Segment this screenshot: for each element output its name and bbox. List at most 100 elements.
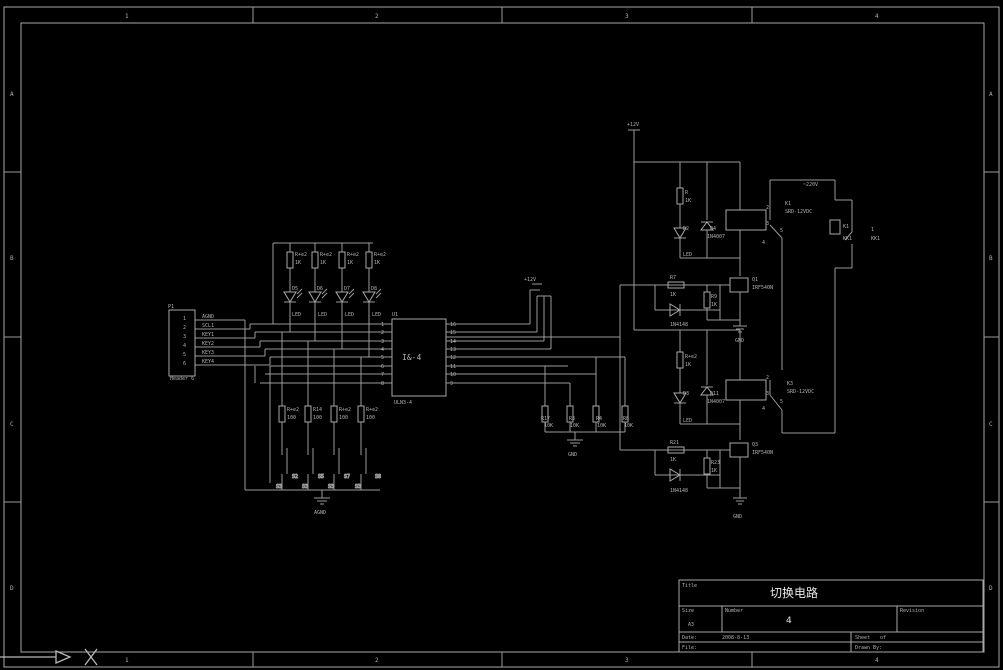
svg-text:K1: K1	[785, 201, 791, 207]
svg-text:4: 4	[762, 406, 765, 412]
title-block	[678, 579, 984, 653]
svg-text:5: 5	[780, 228, 783, 234]
svg-text:10K: 10K	[544, 423, 553, 429]
svg-text:IRF540N: IRF540N	[752, 285, 773, 291]
file-label: File:	[682, 645, 697, 651]
svg-text:1N4148: 1N4148	[670, 488, 688, 494]
bottom-resistor-2: R14 100	[304, 405, 322, 423]
svg-text:S2: S2	[292, 474, 298, 480]
svg-text:2: 2	[381, 330, 384, 336]
svg-text:1N4007: 1N4007	[707, 399, 725, 405]
svg-text:D8: D8	[371, 286, 377, 292]
svg-text:S3: S3	[302, 484, 308, 490]
number-value: 4	[786, 616, 792, 626]
svg-text:13: 13	[450, 347, 456, 353]
frame-ticks	[4, 7, 999, 667]
frame-row-labels-right: A B C D	[989, 91, 993, 592]
svg-text:R+e2: R+e2	[347, 252, 359, 258]
svg-text:B: B	[989, 255, 993, 262]
svg-text:4: 4	[381, 347, 384, 353]
revision-label: Revision	[900, 608, 924, 614]
svg-text:R9: R9	[711, 294, 717, 300]
svg-text:3: 3	[625, 13, 629, 20]
switch-s8: S8 S3	[355, 440, 382, 491]
svg-text:D7: D7	[344, 286, 350, 292]
svg-text:1K: 1K	[711, 468, 717, 474]
svg-text:8: 8	[381, 381, 384, 387]
top-led-1: D5 LED	[283, 286, 303, 318]
title-label: Title	[682, 583, 697, 589]
svg-text:1K: 1K	[670, 292, 676, 298]
svg-text:R8: R8	[623, 416, 629, 422]
bottom-resistor-4: R+e2 100	[357, 405, 378, 423]
agnd-label: AGND	[314, 510, 326, 516]
svg-text:AGND: AGND	[202, 314, 214, 320]
svg-text:IRF540N: IRF540N	[752, 450, 773, 456]
svg-text:K1: K1	[843, 224, 849, 230]
svg-text:K3: K3	[787, 381, 793, 387]
svg-text:GND: GND	[735, 338, 744, 344]
svg-text:1K: 1K	[320, 260, 326, 266]
relay-contacts	[769, 179, 853, 434]
svg-text:KEY1: KEY1	[202, 332, 214, 338]
svg-text:3: 3	[381, 339, 384, 345]
svg-text:1K: 1K	[685, 198, 691, 204]
svg-text:S8: S8	[375, 474, 381, 480]
svg-text:2: 2	[766, 375, 769, 381]
svg-text:D: D	[10, 585, 14, 592]
svg-text:SCL1: SCL1	[202, 323, 214, 329]
svg-text:15: 15	[450, 330, 456, 336]
svg-text:P1: P1	[168, 304, 174, 310]
relay-lower-block: R+e2 1K D3 LED D11 1N4007 K3 SRD-12VDC 2…	[654, 351, 814, 520]
svg-text:R+e2: R+e2	[339, 407, 351, 413]
connector-wires	[195, 319, 392, 490]
v12-top-label: +12V	[627, 122, 640, 131]
relay-upper-block: R 1K D2 LED D4 1N4007 K1 SRD-12VDC 2 3 4…	[654, 187, 812, 344]
bottom-resistor-3: R+e2 100	[330, 405, 351, 423]
svg-text:1K: 1K	[711, 302, 717, 308]
svg-text:KK1: KK1	[843, 236, 852, 242]
svg-text:10K: 10K	[570, 423, 579, 429]
svg-text:1: 1	[381, 322, 384, 328]
svg-text:S3: S3	[276, 484, 282, 490]
pulldown-r4: R4 10K	[592, 405, 606, 429]
svg-text:2: 2	[766, 205, 769, 211]
svg-text:100: 100	[339, 415, 348, 421]
connector-p1: P1 Header 6 1 2 3 4 5 6 AGND SCL1 KEY1 K…	[168, 304, 214, 382]
svg-text:1: 1	[125, 657, 129, 664]
svg-text:R+e2: R+e2	[685, 354, 697, 360]
svg-text:100: 100	[366, 415, 375, 421]
frame-row-labels-left: A B C D	[10, 91, 14, 592]
svg-text:S7: S7	[344, 474, 350, 480]
svg-text:16: 16	[450, 322, 456, 328]
ic-u1: U1 I&-4 ULN3-4 1 2 3 4 5 6 7 8 16 15 14 …	[381, 312, 456, 406]
svg-text:R: R	[685, 190, 689, 196]
svg-text:1N4148: 1N4148	[670, 322, 688, 328]
svg-text:C: C	[10, 421, 14, 428]
bottom-resistor-1: R+e2 100	[278, 405, 299, 423]
drawn-by-label: Drawn By:	[855, 645, 882, 651]
number-label: Number	[725, 608, 743, 614]
top-led-2: D6 LED	[308, 286, 328, 318]
svg-text:10K: 10K	[597, 423, 606, 429]
svg-text:R+e2: R+e2	[295, 252, 307, 258]
svg-text:5: 5	[381, 355, 384, 361]
svg-text:A: A	[10, 91, 14, 98]
svg-text:KK1: KK1	[871, 236, 880, 242]
svg-text:1K: 1K	[374, 260, 380, 266]
origin-arrow-icon	[0, 650, 72, 664]
svg-text:100: 100	[287, 415, 296, 421]
svg-text:2: 2	[375, 657, 379, 664]
svg-text:LED: LED	[292, 312, 301, 318]
svg-text:2: 2	[375, 13, 379, 20]
v12-mid-label: +12V	[524, 277, 542, 285]
svg-text:I&-4: I&-4	[402, 353, 421, 362]
top-resistor-2: R+e2 1K	[311, 251, 332, 269]
schematic-title: 切换电路	[770, 585, 818, 600]
svg-text:100: 100	[313, 415, 322, 421]
svg-text:4: 4	[183, 343, 186, 349]
of-label: of	[880, 635, 886, 641]
svg-text:3: 3	[766, 391, 769, 397]
svg-text:R+e2: R+e2	[287, 407, 299, 413]
